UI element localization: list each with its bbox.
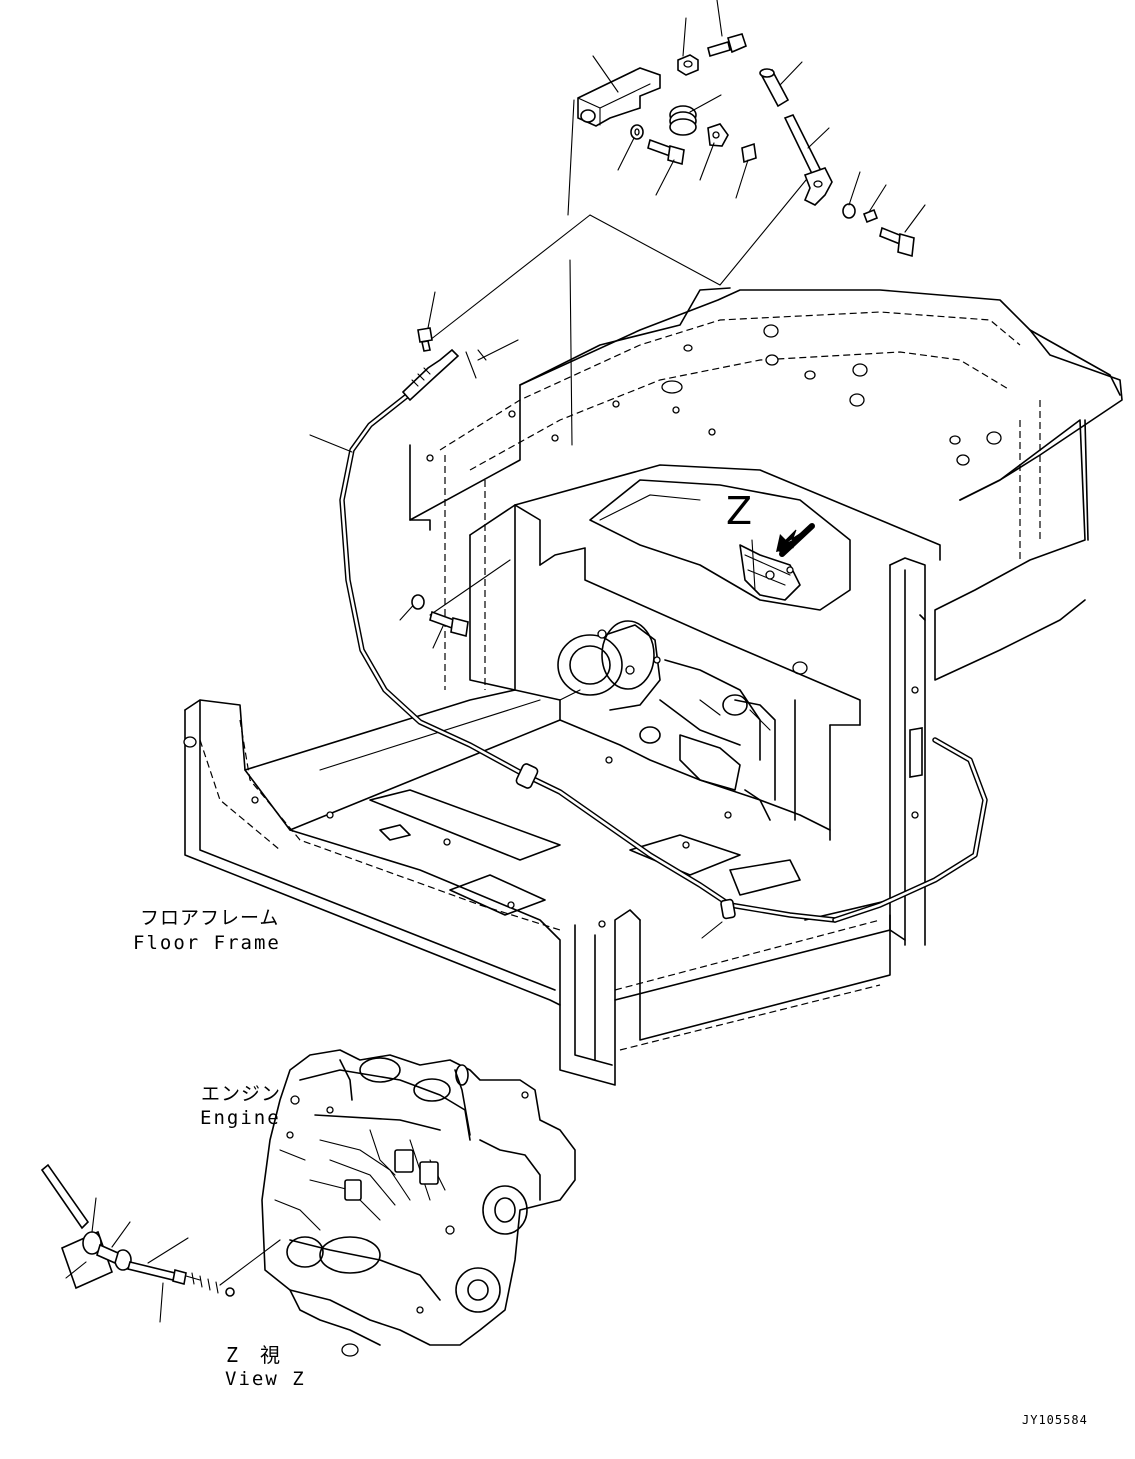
frame-bosses <box>426 324 1002 819</box>
drawing-code: JY105584 <box>1022 1413 1088 1427</box>
view-z-label-jp: Z 視 <box>226 1343 282 1367</box>
leader-lines <box>309 0 926 939</box>
floor-frame-label-jp: フロアフレーム <box>140 907 280 929</box>
view-z-detail <box>40 1163 281 1323</box>
floor-plate <box>183 689 891 1086</box>
engine <box>261 1049 576 1357</box>
throttle-cable <box>339 348 988 923</box>
view-z-label-en: View Z <box>225 1368 306 1390</box>
view-direction-arrow-icon <box>776 523 815 557</box>
view-marker-z: Z <box>726 489 753 533</box>
clevis-pin <box>417 327 487 379</box>
engine-label-en: Engine <box>200 1107 281 1129</box>
injection-pump-area <box>739 539 801 601</box>
alternator-assembly <box>557 620 776 821</box>
return-spring <box>669 105 697 136</box>
engine-bay <box>469 464 941 946</box>
floor-frame-label-en: Floor Frame <box>133 932 281 954</box>
engine-label-jp: エンジン <box>201 1083 282 1105</box>
lever-bracket-assembly <box>577 33 915 258</box>
floor-frame <box>409 287 1123 819</box>
mounting-bolt <box>411 594 469 638</box>
